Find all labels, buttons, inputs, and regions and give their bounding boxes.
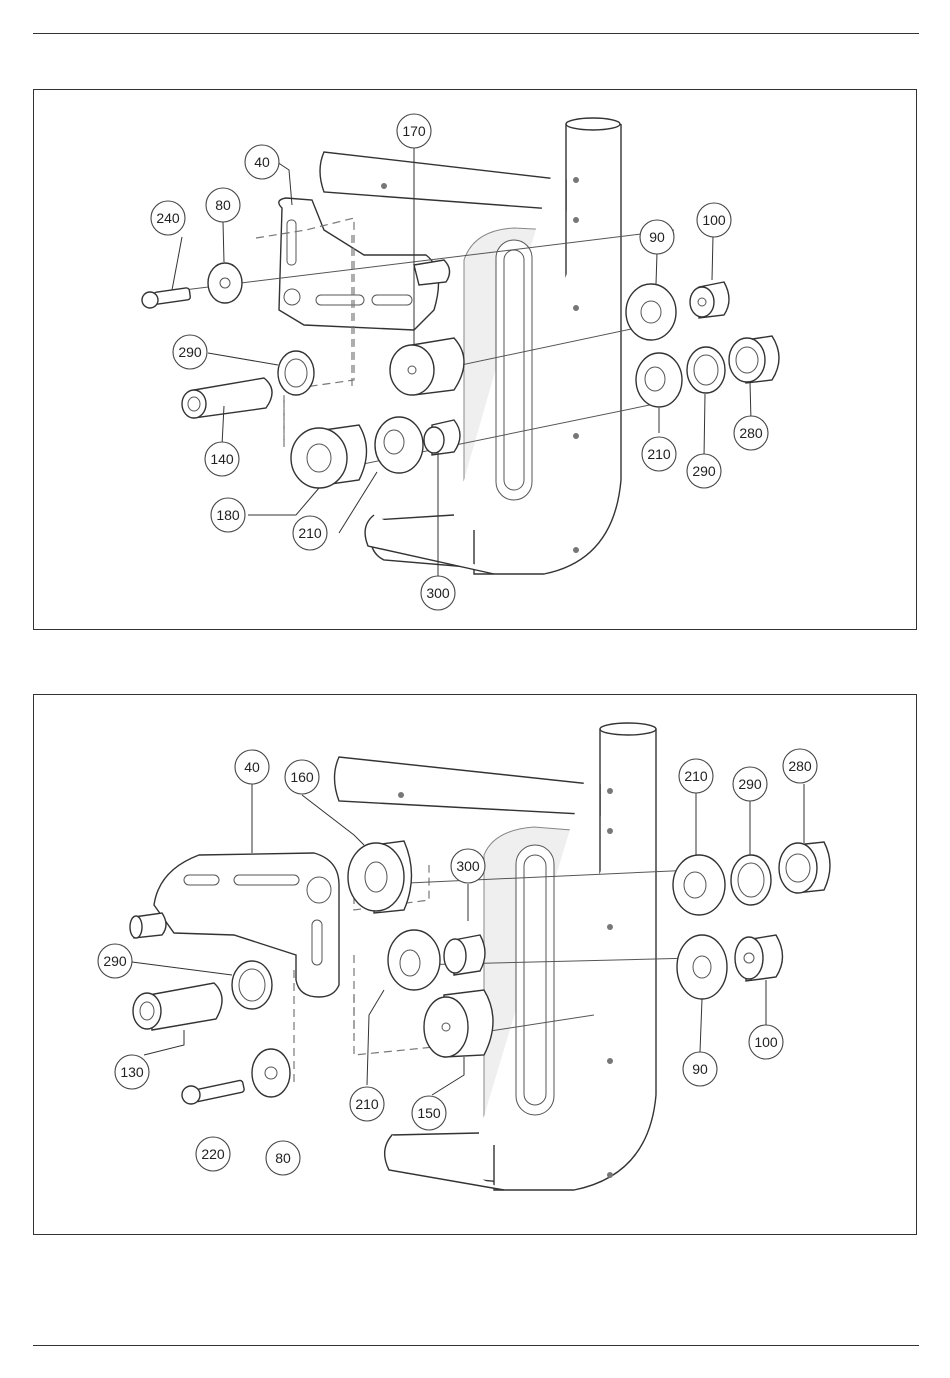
- exploded-diagram-top: 40 80 90 100 140 170 180 210 210 240 280…: [33, 89, 917, 630]
- ring-part: [232, 961, 272, 1009]
- callout-bottom-210: 210: [679, 759, 713, 793]
- nut-part: [690, 282, 729, 318]
- cam-washer-part: [375, 417, 423, 473]
- callout-top-80: 80: [206, 188, 240, 222]
- callout-label: 130: [120, 1064, 144, 1080]
- callout-label: 280: [788, 758, 812, 774]
- callout-label: 140: [210, 451, 234, 467]
- callout-label: 290: [178, 344, 202, 360]
- callout-label: 300: [456, 858, 480, 874]
- callout-bottom-300: 300: [451, 849, 485, 883]
- lock-nut-part: [779, 842, 830, 893]
- callout-top-180: 180: [211, 498, 245, 532]
- ring-right-part: [731, 855, 771, 905]
- washer-part: [252, 1049, 290, 1097]
- ring-part: [278, 351, 314, 395]
- callout-top-290: 290: [687, 454, 721, 488]
- callout-bottom-80: 80: [266, 1141, 300, 1175]
- callout-label: 40: [254, 154, 270, 170]
- hub-part: [424, 990, 493, 1057]
- callout-label: 80: [215, 197, 231, 213]
- callout-label: 300: [426, 585, 450, 601]
- callout-label: 40: [244, 759, 260, 775]
- callout-label: 80: [275, 1150, 291, 1166]
- bolt-part: [182, 1080, 245, 1104]
- callout-label: 290: [103, 953, 127, 969]
- axle-sleeve-part: [182, 378, 272, 418]
- frame-tube: [335, 723, 657, 1190]
- callout-label: 290: [692, 463, 716, 479]
- callout-bottom-290: 290: [98, 944, 132, 978]
- callout-bottom-90: 90: [683, 1052, 717, 1086]
- callout-top-170: 170: [397, 114, 431, 148]
- callout-bottom-100: 100: [749, 1025, 783, 1059]
- callout-bottom-40: 40: [235, 750, 269, 784]
- diagram-bottom-drawing: 40 80 90 100 130 150 160 210 210 220 280…: [34, 695, 918, 1236]
- bracket-plate: [279, 198, 450, 330]
- callout-top-40: 40: [245, 145, 279, 179]
- callout-label: 210: [298, 525, 322, 541]
- lock-nut-part: [729, 336, 779, 383]
- callout-bottom-150: 150: [412, 1096, 446, 1130]
- spacer-part: [291, 425, 367, 488]
- washer-right-part: [677, 935, 727, 999]
- diagram-top-drawing: 40 80 90 100 140 170 180 210 210 240 280…: [34, 90, 918, 631]
- hub-part: [390, 338, 464, 395]
- eccentric-part: [444, 935, 485, 975]
- callout-bottom-290: 290: [733, 767, 767, 801]
- callout-label: 180: [216, 507, 240, 523]
- callout-top-290: 290: [173, 335, 207, 369]
- cam-washer-right-part: [636, 353, 682, 407]
- callout-top-210: 210: [642, 437, 676, 471]
- ring-right-part: [687, 347, 725, 393]
- callout-label: 170: [402, 123, 426, 139]
- cam-washer-part: [388, 930, 440, 990]
- washer-part: [208, 263, 242, 303]
- callout-top-140: 140: [205, 442, 239, 476]
- spacer-part: [348, 841, 412, 913]
- header-rule: [33, 33, 919, 34]
- callout-label: 100: [754, 1034, 778, 1050]
- nut-part: [735, 935, 783, 981]
- callout-label: 290: [738, 776, 762, 792]
- callout-label: 150: [417, 1105, 441, 1121]
- callout-label: 90: [692, 1061, 708, 1077]
- washer-right-part: [626, 284, 676, 340]
- axle-sleeve-part: [133, 983, 222, 1030]
- callout-label: 240: [156, 210, 180, 226]
- eccentric-part: [424, 420, 460, 455]
- callout-top-240: 240: [151, 201, 185, 235]
- callout-bottom-220: 220: [196, 1137, 230, 1171]
- callout-top-280: 280: [734, 416, 768, 450]
- callout-bottom-130: 130: [115, 1055, 149, 1089]
- callout-top-300: 300: [421, 576, 455, 610]
- callout-bottom-160: 160: [285, 760, 319, 794]
- callout-bottom-210: 210: [350, 1087, 384, 1121]
- callout-label: 160: [290, 769, 314, 785]
- footer-rule: [33, 1345, 919, 1346]
- callout-label: 210: [684, 768, 708, 784]
- bolt-part: [142, 288, 191, 308]
- cam-washer-right-part: [673, 855, 725, 915]
- callout-top-100: 100: [697, 203, 731, 237]
- exploded-diagram-bottom: 40 80 90 100 130 150 160 210 210 220 280…: [33, 694, 917, 1235]
- callout-label: 210: [647, 446, 671, 462]
- callout-bottom-280: 280: [783, 749, 817, 783]
- callout-label: 220: [201, 1146, 225, 1162]
- callout-label: 280: [739, 425, 763, 441]
- callout-label: 210: [355, 1096, 379, 1112]
- callout-top-90: 90: [640, 220, 674, 254]
- callout-label: 90: [649, 229, 665, 245]
- callout-top-210: 210: [293, 516, 327, 550]
- frame-tube: [320, 118, 621, 574]
- callout-label: 100: [702, 212, 726, 228]
